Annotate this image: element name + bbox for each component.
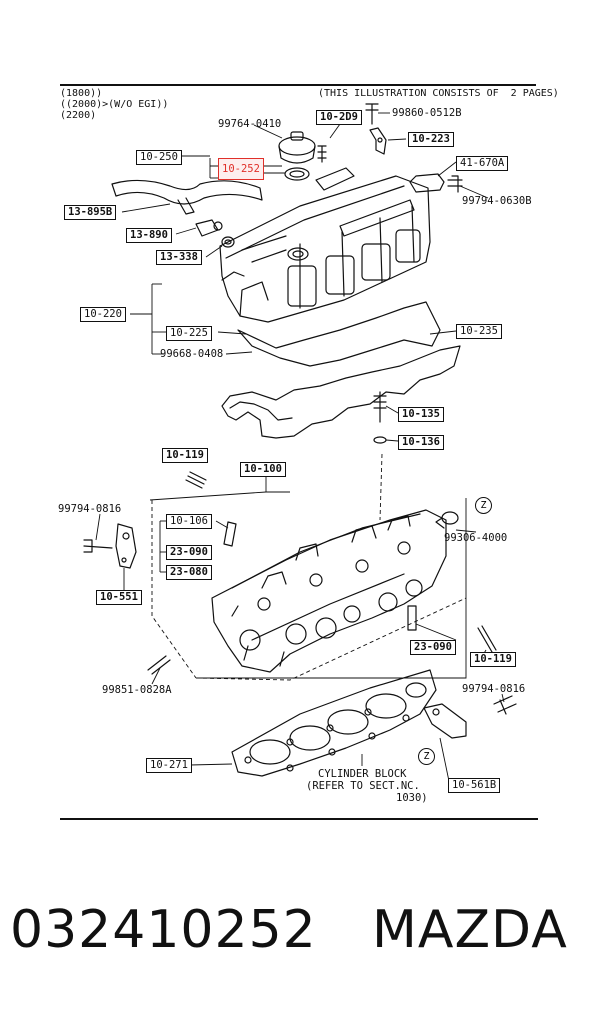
part-10-561B[interactable]: 10-561B bbox=[448, 778, 501, 793]
part-99851-0828A: 99851-0828A bbox=[102, 684, 172, 696]
part-99764-0410: 99764-0410 bbox=[218, 118, 282, 130]
part-10-220[interactable]: 10-220 bbox=[80, 307, 126, 322]
part-99794-0816-left: 99794-0816 bbox=[58, 503, 122, 515]
part-10-106[interactable]: 10-106 bbox=[166, 514, 212, 529]
bottom-rule bbox=[60, 818, 538, 820]
cylinder-block-note-3: 1030) bbox=[396, 792, 428, 804]
part-10-225[interactable]: 10-225 bbox=[166, 326, 212, 341]
part-10-119-top[interactable]: 10-119 bbox=[162, 448, 208, 463]
part-99860-0512B: 99860-0512B bbox=[392, 107, 462, 119]
part-10-271[interactable]: 10-271 bbox=[146, 758, 192, 773]
part-10-250[interactable]: 10-250 bbox=[136, 150, 182, 165]
part-10-223[interactable]: 10-223 bbox=[408, 132, 454, 147]
part-10-119-right[interactable]: 10-119 bbox=[470, 652, 516, 667]
z-marker-top: Z bbox=[475, 497, 492, 514]
part-13-890[interactable]: 13-890 bbox=[126, 228, 172, 243]
cylinder-block-note-1: CYLINDER BLOCK bbox=[318, 768, 407, 780]
part-10-209[interactable]: 10-2D9 bbox=[316, 110, 362, 125]
part-13-338[interactable]: 13-338 bbox=[156, 250, 202, 265]
part-41-670A[interactable]: 41-670A bbox=[456, 156, 509, 171]
variant-line-1: (1800)) bbox=[60, 88, 103, 99]
variant-line-3: (2200) bbox=[60, 110, 97, 121]
cylinder-block-note-2: (REFER TO SECT.NC. bbox=[306, 780, 420, 792]
z-marker-bottom: Z bbox=[418, 748, 435, 765]
top-rule bbox=[60, 84, 536, 86]
part-13-895B[interactable]: 13-895B bbox=[64, 205, 117, 220]
head-gasket bbox=[231, 669, 437, 777]
part-10-136[interactable]: 10-136 bbox=[398, 435, 444, 450]
part-10-551[interactable]: 10-551 bbox=[96, 590, 142, 605]
part-10-252-highlighted[interactable]: 10-252 bbox=[218, 158, 264, 180]
part-99794-0816-right: 99794-0816 bbox=[462, 683, 526, 695]
part-10-235[interactable]: 10-235 bbox=[456, 324, 502, 339]
variant-line-2: ((2000)>(W/O EGI)) bbox=[60, 99, 169, 110]
cylinder-head bbox=[211, 509, 447, 673]
part-99668-0408: 99668-0408 bbox=[160, 348, 224, 360]
head-cover bbox=[219, 167, 431, 323]
part-99306-4000: 99306-4000 bbox=[444, 532, 508, 544]
part-23-080[interactable]: 23-080 bbox=[166, 565, 212, 580]
part-23-090-left[interactable]: 23-090 bbox=[166, 545, 212, 560]
pages-note: (THIS ILLUSTRATION CONSISTS OF 2 PAGES) bbox=[318, 88, 559, 99]
part-23-090-right[interactable]: 23-090 bbox=[410, 640, 456, 655]
filler-cap bbox=[278, 131, 316, 181]
part-number-caption: 032410252 bbox=[10, 900, 317, 960]
part-10-100[interactable]: 10-100 bbox=[240, 462, 286, 477]
part-10-135[interactable]: 10-135 bbox=[398, 407, 444, 422]
part-99794-0630B: 99794-0630B bbox=[462, 195, 532, 207]
brand-caption: MAZDA bbox=[372, 900, 568, 960]
